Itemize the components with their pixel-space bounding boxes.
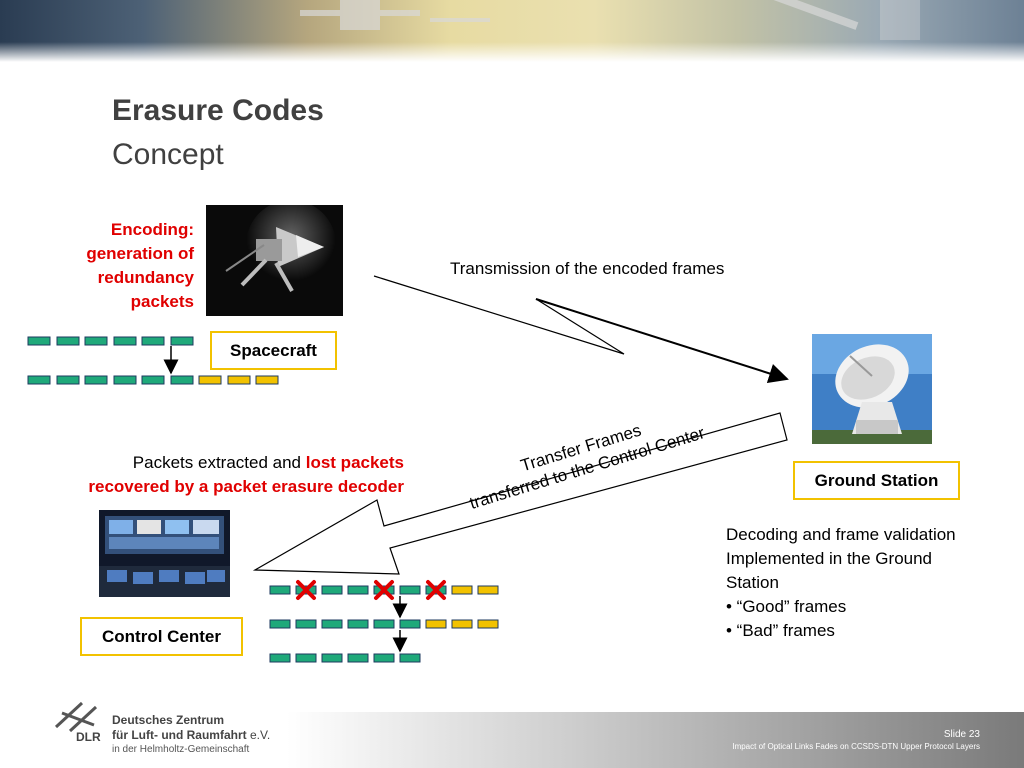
packet-green: [269, 653, 291, 663]
header-banner: [0, 0, 1024, 62]
packet-yellow: [477, 585, 499, 595]
packet-green: [84, 375, 108, 385]
transfer-arrow: [252, 412, 788, 575]
packet-yellow: [425, 619, 447, 629]
recovered-packet-row: [269, 619, 499, 629]
packet-yellow: [227, 375, 251, 385]
satellite-banner-art: [300, 0, 920, 40]
extraction-prefix: Packets extracted and: [132, 453, 306, 472]
packet-green: [373, 653, 395, 663]
decoding-text: Decoding and frame validation Implemente…: [726, 523, 956, 643]
packet-green: [141, 336, 165, 346]
packet-yellow: [198, 375, 222, 385]
encoding-line: redundancy: [97, 268, 194, 287]
ground-station-image: [812, 334, 932, 444]
slide-subtitle: Concept: [112, 138, 224, 171]
spacecraft-packet-row-original: [27, 336, 194, 346]
org-line-3: in der Helmholtz-Gemeinschaft: [112, 744, 250, 755]
org-suffix: e.V.: [246, 728, 271, 742]
spacecraft-packet-row-encoded: [27, 375, 279, 385]
decoding-line: Station: [726, 573, 779, 592]
packet-green: [141, 375, 165, 385]
spacecraft-image: [206, 205, 343, 316]
packet-green: [269, 619, 291, 629]
packet-green: [399, 653, 421, 663]
dlr-abbreviation: DLR: [76, 730, 101, 744]
packet-green: [170, 336, 194, 346]
encoding-line: Encoding:: [110, 220, 194, 239]
packet-green: [347, 619, 369, 629]
packet-green: [27, 336, 51, 346]
slide-title: Erasure Codes: [112, 94, 324, 127]
spacecraft-label: Spacecraft: [210, 331, 337, 370]
packet-green: [399, 585, 421, 595]
lost-packet-x-icon: [426, 580, 446, 600]
transmission-label: Transmission of the encoded frames: [450, 259, 725, 278]
lost-packet-x-icon: [374, 580, 394, 600]
extraction-lost: lost packets: [305, 453, 404, 472]
transmission-arrow: [373, 275, 789, 384]
extraction-recovered: recovered by a packet erasure decoder: [88, 477, 404, 496]
decoding-bullet-bad: • “Bad” frames: [726, 621, 835, 640]
packet-green: [84, 336, 108, 346]
slide-number: Slide 23: [943, 729, 980, 740]
encoding-line: packets: [130, 292, 194, 311]
packet-green: [295, 653, 317, 663]
packet-green: [56, 375, 80, 385]
packet-yellow: [451, 585, 473, 595]
lost-packet-marks: [296, 580, 446, 600]
packet-green: [321, 653, 343, 663]
org-line-1: Deutsches Zentrum: [112, 713, 225, 727]
org-line-2: für Luft- und Raumfahrt: [112, 728, 247, 742]
packet-green: [113, 336, 137, 346]
extracted-packet-row: [269, 653, 421, 663]
extraction-text: Packets extracted and lost packets recov…: [0, 451, 404, 499]
packet-green: [56, 336, 80, 346]
lost-packet-x-icon: [296, 580, 316, 600]
packet-green: [170, 375, 194, 385]
packet-green: [295, 619, 317, 629]
control-center-image: [99, 510, 230, 597]
ground-station-label: Ground Station: [793, 461, 960, 500]
packet-green: [399, 619, 421, 629]
decoding-line: Implemented in the Ground: [726, 549, 933, 568]
packet-green: [269, 585, 291, 595]
packet-green: [321, 619, 343, 629]
decoding-line: Decoding and frame validation: [726, 525, 956, 544]
encoding-label: Encoding: generation of redundancy packe…: [24, 218, 194, 314]
control-center-label: Control Center: [80, 617, 243, 656]
packet-green: [321, 585, 343, 595]
packet-green: [347, 653, 369, 663]
packet-green: [373, 619, 395, 629]
decoding-bullet-good: • “Good” frames: [726, 597, 847, 616]
dlr-logo-icon: [54, 701, 98, 733]
dlr-organisation: Deutsches Zentrum für Luft- und Raumfahr…: [112, 713, 270, 743]
packet-yellow: [255, 375, 279, 385]
footer: [0, 712, 1024, 768]
packet-green: [113, 375, 137, 385]
slide-caption: Impact of Optical Links Fades on CCSDS-D…: [732, 742, 980, 751]
packet-yellow: [451, 619, 473, 629]
packet-green: [27, 375, 51, 385]
packet-yellow: [477, 619, 499, 629]
packet-green: [347, 585, 369, 595]
encoding-line: generation of: [86, 244, 194, 263]
